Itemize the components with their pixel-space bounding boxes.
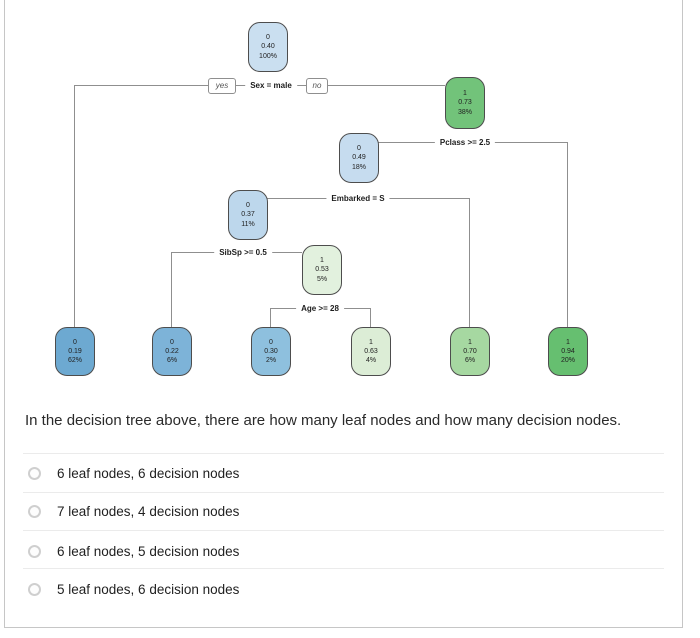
answer-option-label[interactable]: 6 leaf nodes, 6 decision nodes [57,465,240,481]
node-pct: 20% [560,357,575,365]
node-class: 0 [170,338,174,346]
tree-leaf-1: 0 0.19 62% [55,327,95,376]
node-pct: 11% [241,220,255,228]
split-label-pclass: Pclass >= 2.5 [434,137,496,148]
split-label-sibsp: SibSp >= 0.5 [214,247,272,258]
node-prob: 0.70 [463,347,477,355]
node-pct: 62% [67,357,82,365]
node-prob: 0.49 [352,154,366,162]
tree-node-root: 0 0.40 100% [248,22,288,72]
branch-no-label: no [312,81,322,90]
node-prob: 0.22 [165,347,179,355]
node-class: 0 [246,202,250,210]
radio-button[interactable] [28,504,41,518]
radio-button[interactable] [28,544,41,558]
node-prob: 0.19 [68,347,82,355]
node-pct: 6% [464,357,476,365]
tree-node-embarked: 0 0.49 18% [339,133,379,183]
tree-node-pclass: 1 0.73 38% [445,77,485,129]
tree-leaf-6: 1 0.94 20% [548,327,588,376]
node-prob: 0.30 [264,347,278,355]
edge-sibsp-vertical [171,252,172,327]
split-label-sex: Sex = male [245,80,297,91]
node-class: 1 [463,90,467,98]
node-pct: 100% [259,52,277,60]
tree-leaf-4: 1 0.63 4% [351,327,391,376]
node-class: 1 [369,338,373,346]
card-frame [4,0,683,628]
node-pct: 6% [166,357,178,365]
node-prob: 0.73 [458,99,472,107]
radio-button[interactable] [28,582,41,596]
node-pct: 2% [265,357,277,365]
edge-left-vertical [74,85,75,327]
node-prob: 0.40 [261,43,275,51]
branch-no-box: no [306,78,328,94]
node-class: 0 [269,338,273,346]
answer-option-4[interactable]: 5 leaf nodes, 6 decision nodes [23,578,664,600]
node-prob: 0.63 [364,347,378,355]
question-text: In the decision tree above, there are ho… [25,412,622,429]
node-pct: 5% [316,275,328,283]
tree-node-sibsp: 0 0.37 11% [228,190,268,240]
node-class: 1 [320,257,324,265]
edge-right-vertical [567,142,568,327]
node-class: 1 [468,338,472,346]
node-class: 0 [357,145,361,153]
node-prob: 0.37 [241,211,255,219]
split-label-embarked: Embarked = S [326,193,390,204]
node-pct: 38% [457,108,472,116]
answer-option-label[interactable]: 7 leaf nodes, 4 decision nodes [57,503,240,519]
node-pct: 4% [365,357,377,365]
split-label-age: Age >= 28 [296,303,344,314]
tree-leaf-2: 0 0.22 6% [152,327,192,376]
divider [23,492,664,493]
node-pct: 18% [351,163,366,171]
answer-option-3[interactable]: 6 leaf nodes, 5 decision nodes [23,540,664,562]
tree-leaf-3: 0 0.30 2% [251,327,291,376]
divider [23,453,664,454]
divider [23,568,664,569]
branch-yes-label: yes [215,81,229,90]
node-class: 0 [266,34,270,42]
edge-embarked-vertical [469,198,470,327]
edge-age-right-vertical [370,308,371,327]
divider [23,530,664,531]
answer-option-label[interactable]: 5 leaf nodes, 6 decision nodes [57,581,240,597]
branch-yes-box: yes [208,78,236,94]
radio-button[interactable] [28,466,41,480]
answer-option-2[interactable]: 7 leaf nodes, 4 decision nodes [23,500,664,522]
tree-leaf-5: 1 0.70 6% [450,327,490,376]
answer-option-1[interactable]: 6 leaf nodes, 6 decision nodes [23,462,664,484]
node-class: 0 [73,338,77,346]
node-prob: 0.53 [315,266,329,274]
edge-age-left-vertical [270,308,271,327]
answer-option-label[interactable]: 6 leaf nodes, 5 decision nodes [57,543,240,559]
tree-node-age: 1 0.53 5% [302,245,342,295]
node-class: 1 [566,338,570,346]
node-prob: 0.94 [561,347,575,355]
